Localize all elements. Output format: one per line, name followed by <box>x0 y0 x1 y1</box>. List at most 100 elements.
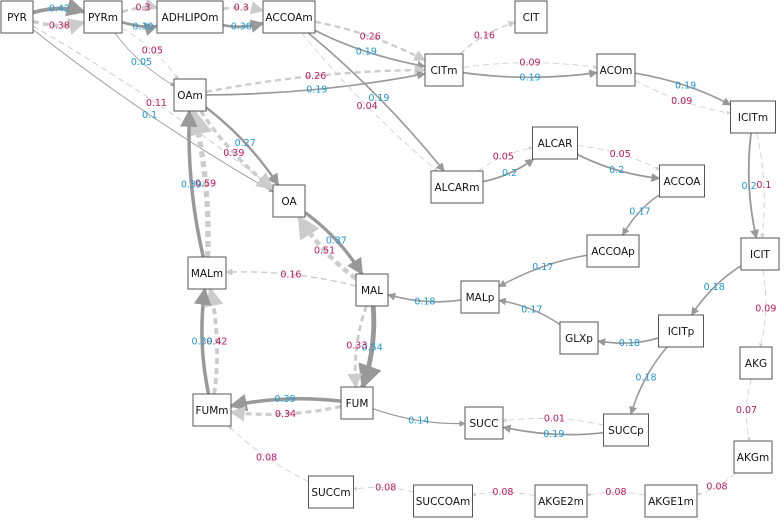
edge-label: 0.08 <box>706 482 727 493</box>
node-label: MAL <box>361 285 383 297</box>
edge-MAL-FUM-dashed <box>347 305 368 389</box>
edge-label: 0.38 <box>49 20 70 31</box>
node-label: SUCCp <box>608 425 644 437</box>
edge-label: 0.05 <box>610 149 631 160</box>
node-box <box>460 280 500 314</box>
edge-PYRm-ADHLIPOm-dashed <box>121 0 159 14</box>
edge-label: 0.19 <box>356 47 377 58</box>
edge-MAL-FUM-solid <box>358 305 382 390</box>
node-PYRm: PYRm <box>83 0 123 34</box>
edge-label: 0.26 <box>305 71 326 82</box>
node-AKG: AKG <box>739 346 773 380</box>
edge-AKG-AKGm-dashed <box>746 378 752 442</box>
edge-label: 0.18 <box>704 282 725 293</box>
edge-CITm-ACOm-dashed <box>462 62 598 69</box>
node-AKGm: AKGm <box>733 440 773 474</box>
edge-label: 0.2 <box>609 165 624 176</box>
edge-OAm-CITm-dashed <box>205 64 427 94</box>
edge-label: 0.08 <box>256 452 277 463</box>
edge-PYR-PYRm-solid <box>32 0 86 17</box>
edge-ACCOAp-MALp-solid <box>498 254 588 288</box>
edge-ACOm-ICITm-dashed <box>634 79 731 115</box>
edge-ACCOAm-ALCARm-solid <box>307 32 445 172</box>
node-label: AKG <box>745 358 767 370</box>
edge-ICITp-GLXp-solid <box>597 337 659 347</box>
node-box <box>559 321 599 355</box>
node-label: GLXp <box>565 333 593 345</box>
edge-label: 0.11 <box>146 98 167 109</box>
edge-label: 0.27 <box>235 138 256 149</box>
edge-label: 0.42 <box>49 4 70 15</box>
node-label: SUCC <box>469 418 498 430</box>
node-box <box>424 53 464 87</box>
edge-label: 0.54 <box>362 342 383 353</box>
edge-PYRm-ADHLIPOm-solid <box>121 20 159 36</box>
node-box <box>603 413 649 447</box>
edge-label: 0.26 <box>360 32 381 43</box>
edge-SUCCp-SUCC-solid <box>502 424 604 436</box>
node-label: ACOm <box>600 65 633 77</box>
edge-label: 0.16 <box>474 31 495 42</box>
edge-label: 0.04 <box>357 101 378 112</box>
edge-MALp-MAL-solid <box>387 292 462 303</box>
node-ALCAR: ALCAR <box>532 126 578 160</box>
node-ACCOAp: ACCOAp <box>586 234 640 268</box>
edge-ALCARm-ALCAR-solid <box>482 158 535 183</box>
node-GLXp: GLXp <box>559 321 599 355</box>
node-ALCARm: ALCARm <box>430 170 484 204</box>
node-label: SUCCm <box>311 487 350 499</box>
node-box <box>355 273 389 307</box>
node-MALm: MALm <box>187 256 227 290</box>
node-SUCCp: SUCCp <box>603 413 649 447</box>
node-ICITp: ICITp <box>658 314 704 348</box>
node-box <box>596 53 636 87</box>
node-label: SUCCOAm <box>416 496 471 508</box>
node-ICIT: ICIT <box>740 237 780 271</box>
edge-ALCARm-ALCAR-dashed <box>478 146 533 172</box>
node-PYR: PYR <box>0 0 34 34</box>
node-box <box>173 78 207 112</box>
edge-ACCOAm-ALCARm-dashed <box>301 32 438 172</box>
node-label: ALCARm <box>434 182 479 194</box>
node-label: OA <box>281 196 297 208</box>
node-label: AKGm <box>737 452 769 464</box>
edge-SUCCOAm-SUCCm-dashed <box>353 486 414 493</box>
edge-ALCAR-ACCOA-dashed <box>577 145 660 170</box>
node-SUCCOAm: SUCCOAm <box>413 484 473 518</box>
node-box <box>262 0 316 34</box>
node-box <box>730 100 776 134</box>
node-label: ACCOAm <box>265 12 312 24</box>
edge-ACCOA-ACCOAp-solid <box>621 194 660 236</box>
node-box <box>733 440 773 474</box>
node-MALp: MALp <box>460 280 500 314</box>
edge-MAL-MALm-dashed <box>225 268 357 287</box>
edge-label: 0.16 <box>280 269 301 280</box>
edge-label: 0.30 <box>132 22 153 33</box>
edge-ACCOAm-CITm-solid <box>314 29 426 70</box>
edge-label: 0.14 <box>408 416 429 427</box>
node-label: ICITp <box>668 326 695 338</box>
edge-label: 0.17 <box>629 206 650 217</box>
edge-PYR-PYRm-dashed <box>32 18 86 35</box>
edge-label: 0.51 <box>314 246 335 257</box>
edge-label: 0.3 <box>135 2 150 13</box>
edges-layer <box>32 0 767 497</box>
edge-label: 0.37 <box>326 235 347 246</box>
node-box <box>187 256 227 290</box>
node-box <box>413 484 473 518</box>
edge-AKGE2m-SUCCOAm-dashed <box>472 491 536 497</box>
node-label: CITm <box>430 65 457 77</box>
edge-ACCOAm-CITm-dashed <box>314 20 427 62</box>
edge-FUMm-MALm-dashed <box>204 287 224 395</box>
edge-ADHLIPOm-ACCOAm-dashed <box>222 1 265 15</box>
edge-label: 0.09 <box>755 304 776 315</box>
edge-label: 0.18 <box>635 373 656 384</box>
node-FUM: FUM <box>340 386 374 420</box>
edge-PYR-OA-solid <box>32 29 274 193</box>
node-label: ACCOA <box>664 176 702 188</box>
edge-label: 0.33 <box>346 341 367 352</box>
node-box <box>740 237 780 271</box>
node-label: FUM <box>346 398 369 410</box>
